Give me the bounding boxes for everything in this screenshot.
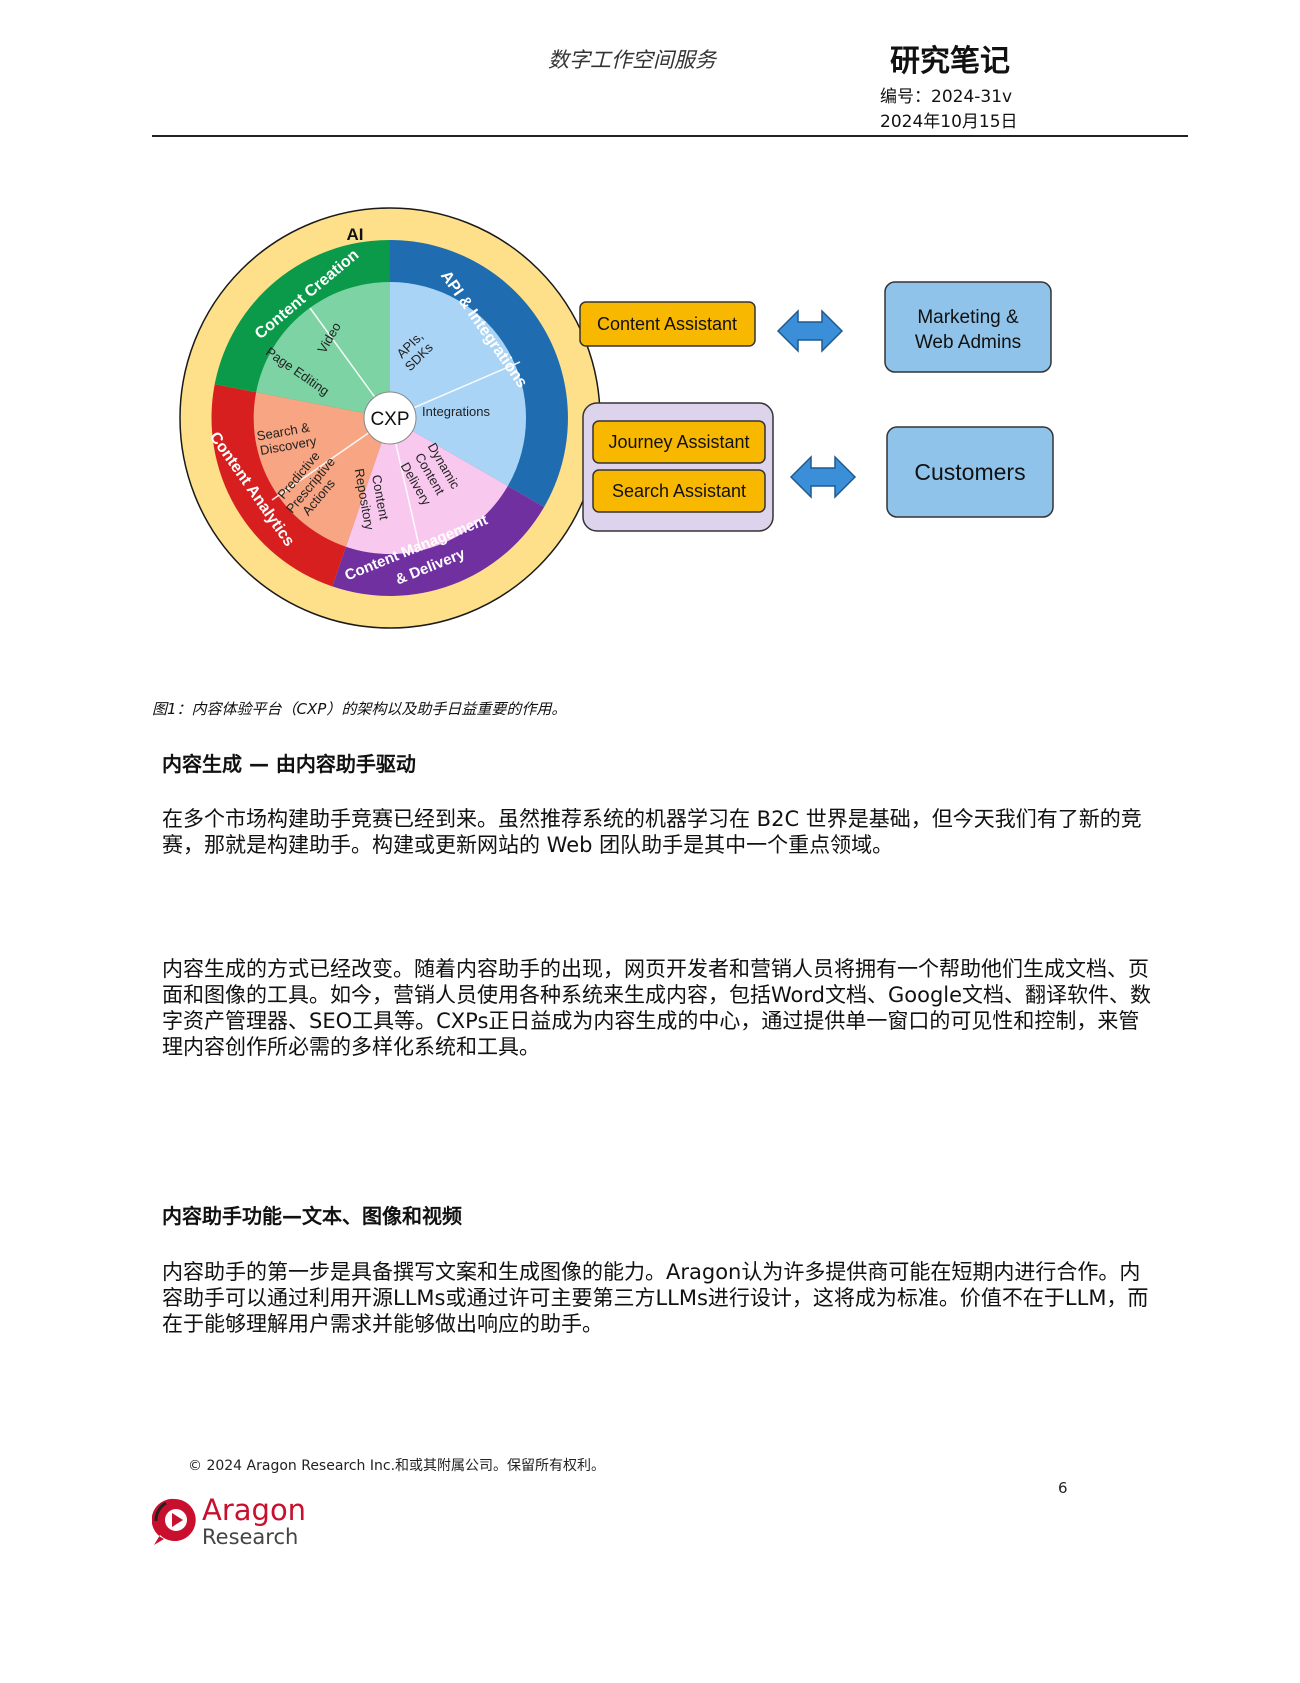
content-assistant-box <box>579 301 756 347</box>
document-date: 2024年10月15日 <box>880 112 1018 132</box>
content-assistant-label: Content Assistant <box>597 314 737 334</box>
inner-analytics <box>253 392 390 547</box>
web-admins-label: Web Admins <box>915 332 1021 353</box>
double-arrow-icon <box>789 455 857 499</box>
paragraph: 内容助手的第一步是具备撰写文案和生成图像的能力。Aragon认为许多提供商可能在… <box>162 1260 1149 1336</box>
cxp-wheel: CXP AI Content Creation API & Integratio… <box>179 207 601 629</box>
section-heading: 内容生成 — 由内容助手驱动 <box>162 752 416 776</box>
ai-label: AI <box>347 225 364 244</box>
cxp-center <box>363 391 417 445</box>
document-number: 编号：2024-31v <box>880 87 1013 107</box>
inner-content-delivery <box>345 418 508 555</box>
paragraph: 内容生成的方式已经改变。随着内容助手的出现，网页开发者和营销人员将拥有一个帮助他… <box>162 957 1152 1059</box>
aragon-logo-icon <box>152 1498 196 1545</box>
header-divider <box>152 135 1188 137</box>
page-number: 6 <box>1058 1479 1068 1497</box>
inner-apis-integrations <box>390 282 527 486</box>
search-assistant-box <box>592 469 766 513</box>
assistant-panel: Content Assistant Journey Assistant Sear… <box>579 281 1054 532</box>
header-subtitle: 数字工作空间服务 <box>548 48 716 72</box>
logo-wordmark-research: Research <box>202 1525 299 1549</box>
journey-assistant-label: Journey Assistant <box>608 432 749 452</box>
header-title: 研究笔记 <box>890 44 1010 79</box>
search-assistant-label: Search Assistant <box>612 481 746 501</box>
inner-creation <box>256 281 390 418</box>
marketing-admins-box <box>884 281 1052 373</box>
marketing-label: Marketing & <box>917 307 1019 328</box>
double-arrow-icon <box>776 309 844 353</box>
logo-wordmark-aragon: Aragon <box>202 1493 307 1527</box>
customers-label: Customers <box>914 459 1025 485</box>
customers-box <box>886 426 1054 518</box>
cxp-architecture-figure: CXP AI Content Creation API & Integratio… <box>179 207 1054 629</box>
journey-assistant-box <box>592 420 766 464</box>
section-heading: 内容助手功能—文本、图像和视频 <box>162 1204 462 1228</box>
integrations-label: Integrations <box>422 404 490 419</box>
cxp-label: CXP <box>370 409 409 430</box>
copyright-notice: © 2024 Aragon Research Inc.和或其附属公司。保留所有权… <box>188 1458 606 1474</box>
paragraph: 在多个市场构建助手竞赛已经到来。虽然推荐系统的机器学习在 B2C 世界是基础，但… <box>162 807 1142 857</box>
figure-caption: 图1：内容体验平台（CXP）的架构以及助手日益重要的作用。 <box>152 700 567 718</box>
